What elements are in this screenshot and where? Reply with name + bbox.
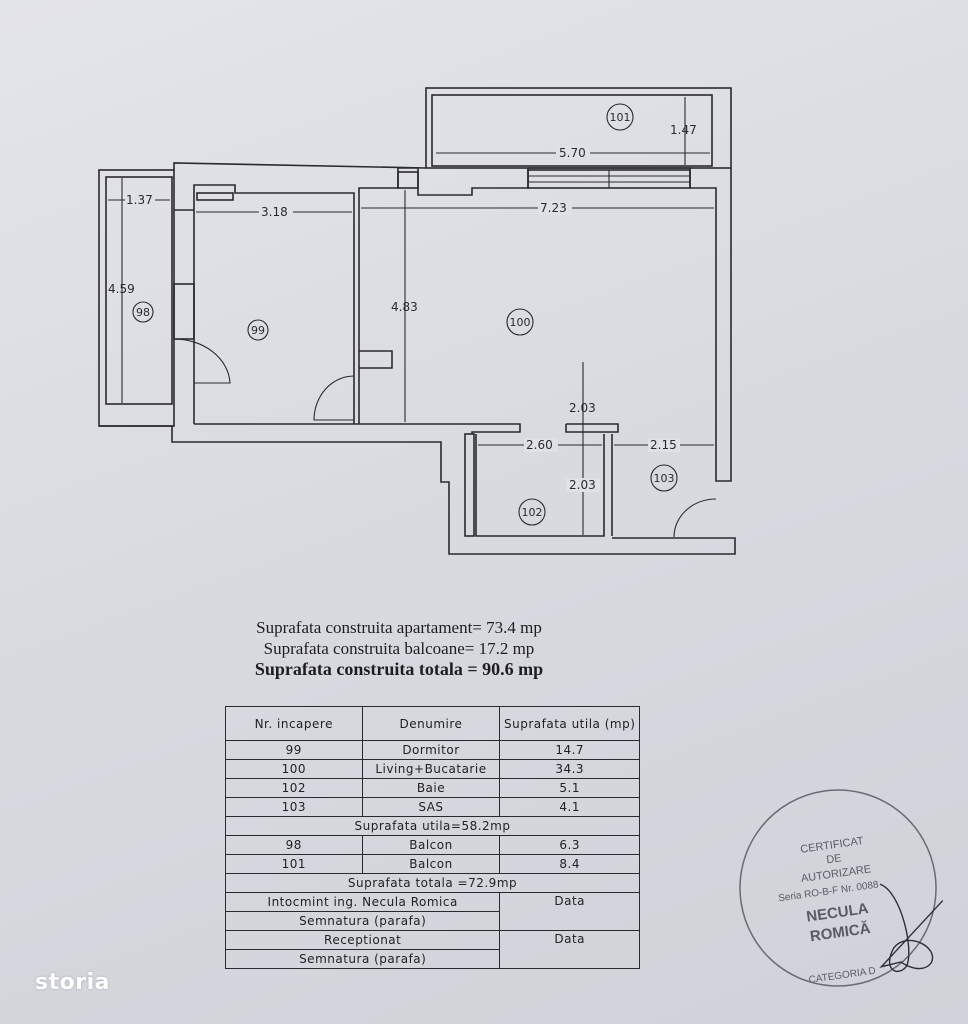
cell: 100 xyxy=(225,759,363,779)
svg-text:DE: DE xyxy=(826,852,843,866)
cell: Living+Bucatarie xyxy=(361,759,501,779)
dim-balcony98-width: 1.37 xyxy=(126,193,153,207)
dim-bath-width: 2.60 xyxy=(526,438,553,452)
dim-balcony98-height: 4.59 xyxy=(108,282,135,296)
cell: 8.4 xyxy=(499,854,640,874)
svg-text:100: 100 xyxy=(510,316,531,329)
room-label-103: 103 xyxy=(650,464,678,492)
svg-text:99: 99 xyxy=(251,324,265,337)
cell: 34.3 xyxy=(499,759,640,779)
built-area-balconies: Suprafata construita balcoane= 17.2 mp xyxy=(263,639,535,658)
svg-text:CATEGORIA D: CATEGORIA D xyxy=(808,966,876,986)
doors xyxy=(173,338,717,538)
table-header: Nr. incapere Denumire Suprafata utila (m… xyxy=(225,706,640,741)
walls xyxy=(98,87,736,555)
cell: 103 xyxy=(225,797,363,817)
header-name: Denumire xyxy=(361,706,501,741)
cell: 98 xyxy=(225,835,363,855)
svg-text:98: 98 xyxy=(136,306,150,319)
dim-balcony101-width: 5.70 xyxy=(559,146,586,160)
room-label-99: 99 xyxy=(247,319,269,341)
cell: Balcon xyxy=(361,854,501,874)
svg-text:103: 103 xyxy=(654,472,675,485)
dim-hall-height: 2.03 xyxy=(569,401,596,415)
cell: 5.1 xyxy=(499,778,640,798)
cell: SAS xyxy=(361,797,501,817)
svg-text:101: 101 xyxy=(610,111,631,124)
useful-total-row: Suprafata utila=58.2mp xyxy=(225,816,640,836)
built-area-total: Suprafata construita totala = 90.6 mp xyxy=(254,659,544,679)
built-area-apartment: Suprafata construita apartament= 73.4 mp xyxy=(256,618,542,637)
room-label-102: 102 xyxy=(518,498,546,526)
dim-balcony101-height: 1.47 xyxy=(670,123,697,137)
dim-room100-height: 4.83 xyxy=(391,300,418,314)
cell: 14.7 xyxy=(499,740,640,760)
cell: Baie xyxy=(361,778,501,798)
cell: 99 xyxy=(225,740,363,760)
dim-sas-width: 2.15 xyxy=(650,438,677,452)
date-cell: Data xyxy=(499,930,640,969)
dim-room100-width: 7.23 xyxy=(540,201,567,215)
rooms-table: Nr. incapere Denumire Suprafata utila (m… xyxy=(224,706,640,969)
signature-row: Semnatura (parafa) xyxy=(224,911,640,931)
cell: Dormitor xyxy=(361,740,501,760)
dim-bath-height: 2.03 xyxy=(569,478,596,492)
cell: 102 xyxy=(225,778,363,798)
cell: 4.1 xyxy=(499,797,640,817)
cell: 101 xyxy=(225,854,363,874)
area-summary: Suprafata construita apartament= 73.4 mp… xyxy=(214,617,584,680)
dim-room99-width: 3.18 xyxy=(261,205,288,219)
svg-text:102: 102 xyxy=(522,506,543,519)
header-area: Suprafata utila (mp) xyxy=(499,706,640,741)
room-label-101: 101 xyxy=(606,103,634,131)
room-label-100: 100 xyxy=(506,308,534,336)
storia-logo: storia xyxy=(35,970,110,995)
cell: 6.3 xyxy=(499,835,640,855)
date-cell: Data xyxy=(499,892,640,931)
authorization-stamp: CERTIFICAT DE AUTORIZARE Seria RO-B-F Nr… xyxy=(739,789,944,987)
signature-row: Semnatura (parafa) xyxy=(224,949,640,969)
grand-total-row: Suprafata totala =72.9mp xyxy=(225,873,640,893)
header-room-no: Nr. incapere xyxy=(225,706,363,741)
cell: Balcon xyxy=(361,835,501,855)
room-label-98: 98 xyxy=(132,301,154,323)
